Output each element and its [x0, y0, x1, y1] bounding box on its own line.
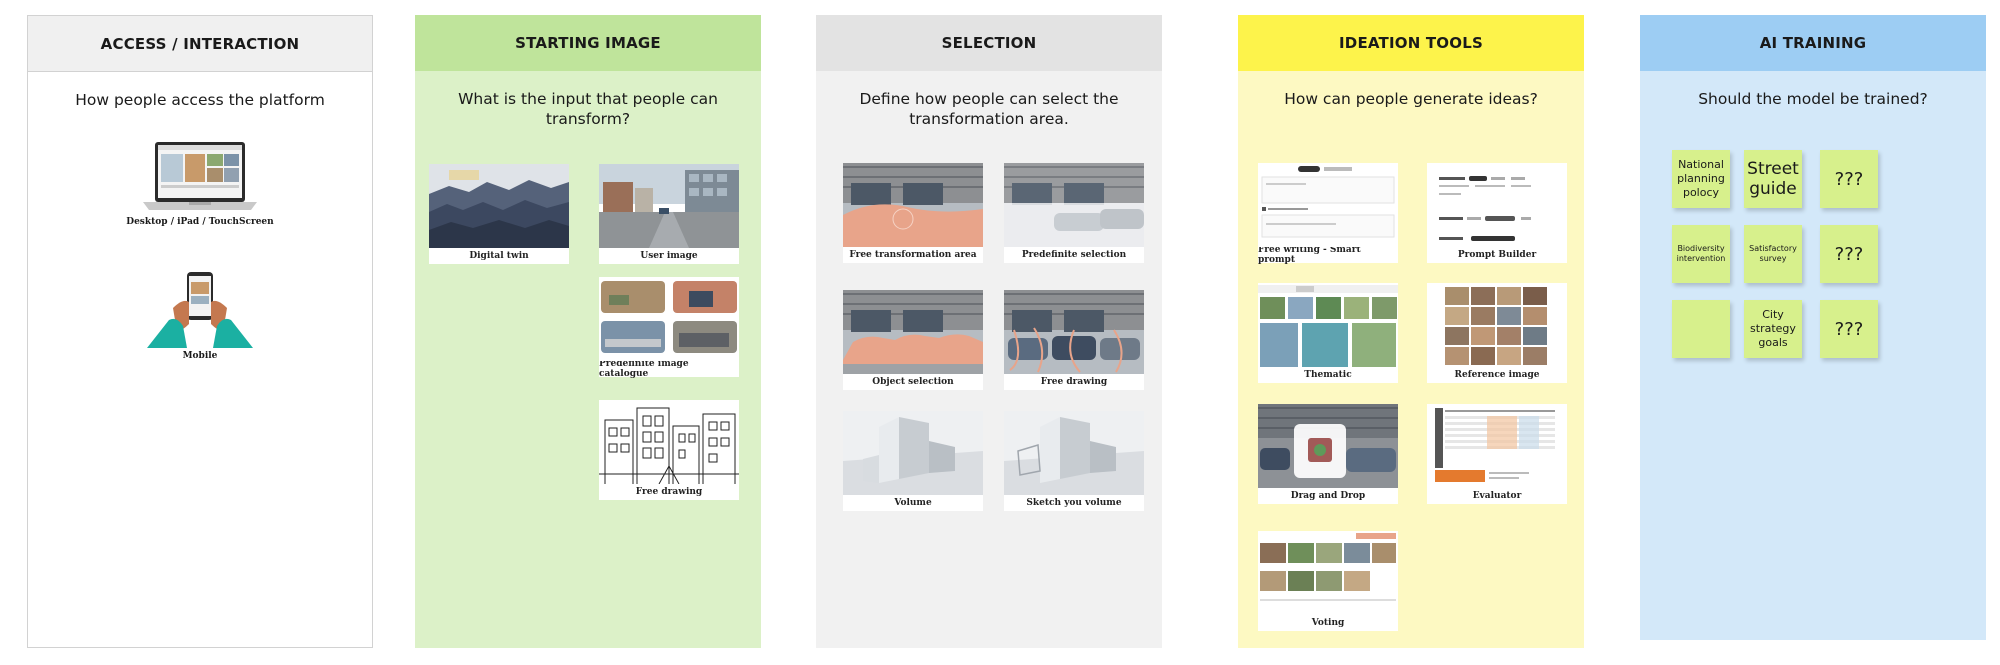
reference-collage-thumbnail — [1427, 283, 1567, 367]
sticky-note[interactable]: National planning polocy — [1672, 150, 1730, 208]
card-caption: Free drawing — [635, 487, 703, 497]
card-sketch-volume[interactable]: Sketch you volume — [1004, 411, 1144, 511]
card-free-drawing-selection[interactable]: Free drawing — [1004, 290, 1144, 390]
card-predefinite-selection[interactable]: Predefinite selection — [1004, 163, 1144, 263]
card-drag-and-drop[interactable]: Drag and Drop — [1258, 404, 1398, 504]
voting-grid-thumbnail — [1258, 531, 1398, 615]
prompt-builder-thumbnail — [1427, 163, 1567, 247]
column-title: STARTING IMAGE — [415, 15, 761, 71]
card-caption: Free writing - Smart prompt — [1258, 245, 1361, 265]
card-digital-twin[interactable]: Digital twin — [429, 164, 569, 264]
column-question: Define how people can select the transfo… — [859, 90, 1119, 128]
text-prompt-thumbnail — [1258, 163, 1398, 247]
column-title: ACCESS / INTERACTION — [27, 15, 373, 71]
card-reference-image[interactable]: Reference image — [1427, 283, 1567, 383]
column-body: How can people generate ideas? Free writ… — [1238, 71, 1584, 648]
sticky-note[interactable]: City strategy goals — [1744, 300, 1802, 358]
sticky-note[interactable]: ??? — [1820, 150, 1878, 208]
card-volume[interactable]: Volume — [843, 411, 983, 511]
column-question: What is the input that people can transf… — [458, 90, 718, 128]
card-free-transformation-area[interactable]: Free transformation area — [843, 163, 983, 263]
drag-drop-thumbnail — [1258, 404, 1398, 488]
card-evaluator[interactable]: Evaluator — [1427, 404, 1567, 504]
card-caption: Predefinite image catalogue — [599, 359, 689, 379]
thematic-grid-thumbnail — [1258, 283, 1398, 367]
card-predefinite-catalogue[interactable]: Predefinite image catalogue — [599, 277, 739, 379]
column-question: How can people generate ideas? — [1284, 90, 1538, 108]
card-caption: Object selection — [872, 377, 954, 387]
card-caption: Thematic — [1304, 370, 1352, 380]
card-caption: Free drawing — [1040, 377, 1108, 387]
sticky-note[interactable] — [1672, 300, 1730, 358]
drawn-outline-thumbnail — [1004, 290, 1144, 374]
device-label-desktop: Desktop / iPad / TouchScreen — [126, 217, 274, 227]
card-caption: Drag and Drop — [1290, 491, 1366, 501]
column-question: How people access the platform — [75, 91, 325, 109]
device-label-mobile: Mobile — [182, 351, 218, 361]
column-access-interaction: ACCESS / INTERACTION How people access t… — [27, 15, 373, 648]
card-caption: Prompt Builder — [1457, 250, 1537, 260]
column-body: Define how people can select the transfo… — [816, 71, 1162, 648]
column-selection: SELECTION Define how people can select t… — [816, 15, 1162, 648]
street-photo-thumbnail — [599, 164, 739, 248]
image-grid-thumbnail — [599, 277, 739, 361]
column-title: AI TRAINING — [1640, 15, 1986, 71]
card-voting[interactable]: Voting — [1258, 531, 1398, 631]
card-caption: Evaluator — [1472, 491, 1522, 501]
card-caption: Volume — [894, 498, 932, 508]
column-ai-training: AI TRAINING Should the model be trained?… — [1640, 15, 1986, 640]
column-title: IDEATION TOOLS — [1238, 15, 1584, 71]
card-free-drawing[interactable]: Free drawing — [599, 400, 739, 500]
sketch-volume-thumbnail — [1004, 411, 1144, 495]
card-thematic[interactable]: Thematic — [1258, 283, 1398, 383]
card-caption: Reference image — [1454, 370, 1540, 380]
sticky-note[interactable]: ??? — [1820, 300, 1878, 358]
card-caption: Voting — [1311, 618, 1345, 628]
column-body: Should the model be trained? National pl… — [1640, 71, 1986, 640]
card-prompt-builder[interactable]: Prompt Builder — [1427, 163, 1567, 263]
card-caption: Sketch you volume — [1026, 498, 1122, 508]
card-caption: Digital twin — [469, 251, 529, 261]
sketch-thumbnail — [599, 400, 739, 484]
phone-in-hands-icon — [147, 272, 253, 348]
digital-twin-thumbnail — [429, 164, 569, 248]
column-title: SELECTION — [816, 15, 1162, 71]
sticky-note[interactable]: ??? — [1820, 225, 1878, 283]
card-free-writing[interactable]: Free writing - Smart prompt — [1258, 163, 1398, 265]
volume-3d-thumbnail — [843, 411, 983, 495]
street-selection-thumbnail — [843, 163, 983, 247]
card-caption: Free transformation area — [849, 250, 977, 260]
column-ideation-tools: IDEATION TOOLS How can people generate i… — [1238, 15, 1584, 648]
sticky-note[interactable]: Biodiversity intervention — [1672, 225, 1730, 283]
sticky-note[interactable]: Street guide — [1744, 150, 1802, 208]
column-starting-image: STARTING IMAGE What is the input that pe… — [415, 15, 761, 648]
card-user-image[interactable]: User image — [599, 164, 739, 264]
evaluator-table-thumbnail — [1427, 404, 1567, 488]
street-preset-thumbnail — [1004, 163, 1144, 247]
card-object-selection[interactable]: Object selection — [843, 290, 983, 390]
card-caption: User image — [640, 251, 698, 261]
cars-selection-thumbnail — [843, 290, 983, 374]
card-caption: Predefinite selection — [1021, 250, 1127, 260]
column-body: What is the input that people can transf… — [415, 71, 761, 648]
sticky-note[interactable]: Satisfactory survey — [1744, 225, 1802, 283]
column-question: Should the model be trained? — [1698, 90, 1928, 108]
column-body: How people access the platform Desktop /… — [27, 71, 373, 648]
laptop-icon — [143, 142, 257, 210]
